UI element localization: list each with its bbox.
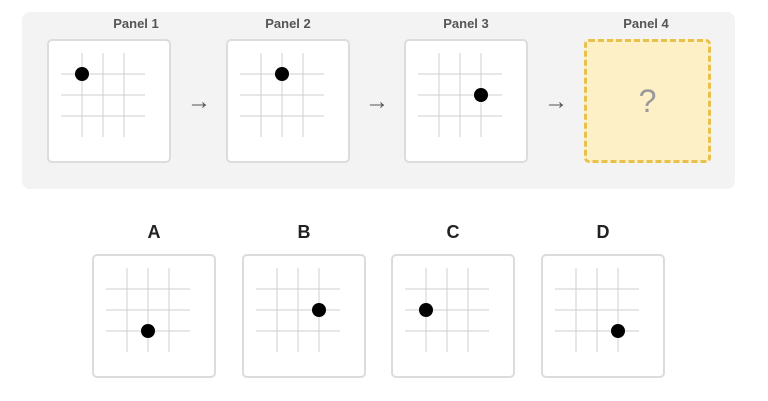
panel-3-card xyxy=(404,39,528,163)
dot xyxy=(419,303,433,317)
panel-4-label: Panel 4 xyxy=(623,16,669,31)
option-c-label: C xyxy=(446,222,460,242)
panel-2-label: Panel 2 xyxy=(265,16,311,31)
option-a-label: A xyxy=(147,222,161,242)
arrow-right-icon: → xyxy=(187,88,211,115)
dot xyxy=(75,67,89,81)
grid-figure xyxy=(555,268,639,352)
arrow-right-icon: → xyxy=(544,88,568,115)
panel-4-unknown-card: ? xyxy=(584,39,711,163)
dot xyxy=(611,324,625,338)
grid-figure xyxy=(106,268,190,352)
grid-figure xyxy=(240,53,324,137)
grid-figure xyxy=(418,53,502,137)
dot xyxy=(275,67,289,81)
option-d-label: D xyxy=(596,222,610,242)
option-c-card[interactable] xyxy=(391,254,515,378)
question-mark: ? xyxy=(638,82,657,119)
option-b-card[interactable] xyxy=(242,254,366,378)
panel-1-label: Panel 1 xyxy=(113,16,159,31)
dot xyxy=(141,324,155,338)
option-d-card[interactable] xyxy=(541,254,665,378)
arrow-right-icon: → xyxy=(365,88,389,115)
grid-figure xyxy=(61,53,145,137)
option-b-label: B xyxy=(297,222,311,242)
option-a-card[interactable] xyxy=(92,254,216,378)
panel-2-card xyxy=(226,39,350,163)
panel-1-card xyxy=(47,39,171,163)
panel-3-label: Panel 3 xyxy=(443,16,489,31)
dot xyxy=(312,303,326,317)
dot xyxy=(474,88,488,102)
grid-figure xyxy=(256,268,340,352)
grid-figure xyxy=(405,268,489,352)
